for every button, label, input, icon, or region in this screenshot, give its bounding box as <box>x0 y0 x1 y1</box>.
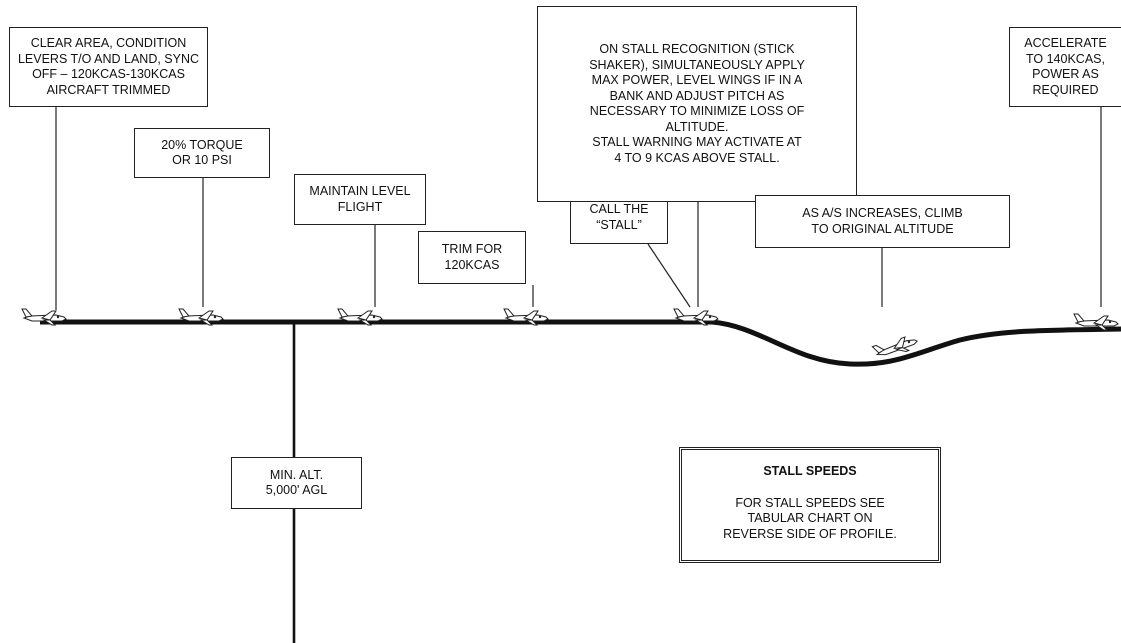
callout-text: ALTITUDE. <box>666 120 729 136</box>
callout-min-altitude: MIN. ALT. 5,000' AGL <box>231 457 362 509</box>
callout-text: MAINTAIN LEVEL <box>309 184 410 200</box>
callout-text: MIN. ALT. <box>270 468 323 484</box>
callout-text: 4 TO 9 KCAS ABOVE STALL. <box>614 151 779 167</box>
callout-text: OFF – 120KCAS-130KCAS <box>32 67 185 83</box>
callout-trim: TRIM FOR 120KCAS <box>418 231 526 284</box>
callout-text: LEVERS T/O AND LAND, SYNC <box>18 52 199 68</box>
stall-speeds-note: STALL SPEEDS FOR STALL SPEEDS SEE TABULA… <box>679 447 941 563</box>
callout-text: AS A/S INCREASES, CLIMB <box>802 206 962 222</box>
callout-text: 5,000' AGL <box>266 483 327 499</box>
callout-text: ON STALL RECOGNITION (STICK <box>599 42 794 58</box>
stall-speeds-text: REVERSE SIDE OF PROFILE. <box>682 527 938 543</box>
callout-text: BANK AND ADJUST PITCH AS <box>610 89 785 105</box>
flight-path <box>40 322 1121 364</box>
stall-speeds-body: FOR STALL SPEEDS SEE TABULAR CHART ON RE… <box>682 496 938 543</box>
callout-text: ACCELERATE <box>1024 36 1106 52</box>
stall-speeds-title: STALL SPEEDS <box>682 464 938 480</box>
callout-text: “STALL” <box>596 218 642 234</box>
callout-text: TO 140KCAS, <box>1026 52 1105 68</box>
callout-accelerate: ACCELERATE TO 140KCAS, POWER AS REQUIRED <box>1009 27 1121 107</box>
callout-text: TO ORIGINAL ALTITUDE <box>811 222 953 238</box>
callout-text: CALL THE <box>589 202 648 218</box>
callout-text: 20% TORQUE <box>161 138 243 154</box>
callout-text: POWER AS <box>1032 67 1099 83</box>
callout-text: SHAKER), SIMULTANEOUSLY APPLY <box>589 58 805 74</box>
callout-text: OR 10 PSI <box>172 153 232 169</box>
callout-text: FLIGHT <box>338 200 382 216</box>
callout-text: STALL WARNING MAY ACTIVATE AT <box>592 135 802 151</box>
callout-text: TRIM FOR <box>442 242 502 258</box>
callout-stall-recognition: ON STALL RECOGNITION (STICK SHAKER), SIM… <box>537 6 857 202</box>
leader-line-call-stall <box>648 244 690 307</box>
callout-text: MAX POWER, LEVEL WINGS IF IN A <box>592 73 803 89</box>
callout-text: REQUIRED <box>1033 83 1099 99</box>
callout-text: NECESSARY TO MINIMIZE LOSS OF <box>590 104 804 120</box>
callout-maintain-level: MAINTAIN LEVEL FLIGHT <box>294 174 426 225</box>
stall-speeds-text: TABULAR CHART ON <box>682 511 938 527</box>
callout-text: 120KCAS <box>445 258 500 274</box>
callout-clear-area: CLEAR AREA, CONDITION LEVERS T/O AND LAN… <box>9 27 208 107</box>
callout-climb: AS A/S INCREASES, CLIMB TO ORIGINAL ALTI… <box>755 195 1010 248</box>
callout-text: CLEAR AREA, CONDITION <box>31 36 187 52</box>
stall-speeds-text: FOR STALL SPEEDS SEE <box>682 496 938 512</box>
callout-text: AIRCRAFT TRIMMED <box>47 83 171 99</box>
callout-torque: 20% TORQUE OR 10 PSI <box>134 128 270 178</box>
